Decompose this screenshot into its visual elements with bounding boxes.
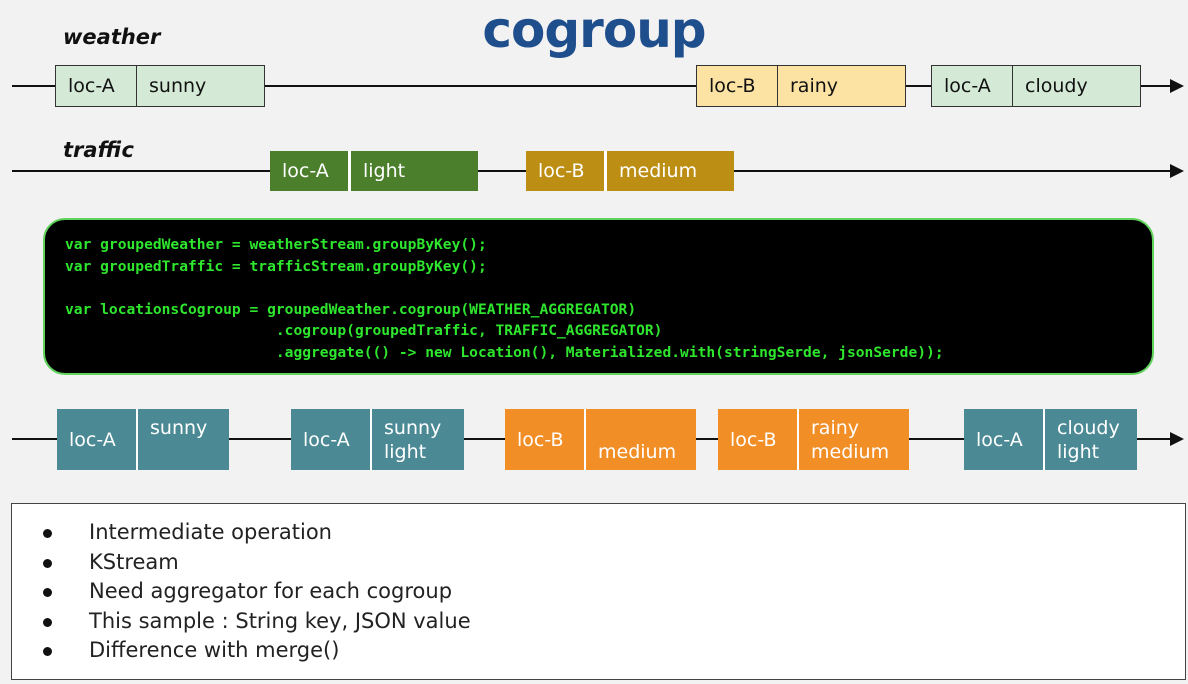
record-key: loc-A bbox=[57, 409, 138, 470]
weather-stream-label: weather bbox=[63, 25, 161, 49]
record-value-line: cloudy bbox=[1057, 417, 1120, 439]
note-text: This sample : String key, JSON value bbox=[89, 608, 471, 633]
record-value: medium bbox=[619, 160, 698, 182]
record-value-line: light bbox=[1057, 441, 1100, 463]
bullet-icon bbox=[43, 558, 52, 568]
result-record: loc-B medium bbox=[505, 409, 696, 470]
list-item: Difference with merge() bbox=[12, 636, 1185, 666]
bullet-icon bbox=[43, 617, 52, 627]
record-value-line: rainy bbox=[811, 417, 860, 439]
weather-record: loc-A sunny bbox=[55, 65, 265, 107]
record-key: loc-B bbox=[697, 66, 778, 106]
weather-record: loc-A cloudy bbox=[931, 65, 1141, 107]
record-value-line: medium bbox=[811, 441, 890, 463]
code-block: var groupedWeather = weatherStream.group… bbox=[43, 218, 1154, 375]
weather-record: loc-B rainy bbox=[696, 65, 906, 107]
arrow-right-icon bbox=[1170, 432, 1184, 446]
arrow-right-icon bbox=[1170, 164, 1184, 178]
arrow-right-icon bbox=[1170, 79, 1184, 93]
record-value: light bbox=[363, 160, 406, 182]
result-record: loc-B rainy medium bbox=[718, 409, 909, 470]
record-key: loc-A bbox=[291, 409, 372, 470]
code-line: .aggregate(() -> new Location(), Materia… bbox=[65, 343, 944, 361]
code-line: var groupedTraffic = trafficStream.group… bbox=[65, 257, 487, 275]
record-value-line: sunny bbox=[384, 417, 442, 439]
record-value-line: sunny bbox=[150, 417, 208, 439]
record-key: loc-A bbox=[270, 151, 351, 191]
list-item: Intermediate operation bbox=[12, 518, 1185, 548]
record-value: rainy medium bbox=[799, 409, 909, 470]
record-value: sunny light bbox=[372, 409, 464, 470]
record-key: loc-A bbox=[932, 66, 1013, 106]
code-line bbox=[65, 277, 1152, 299]
list-item: KStream bbox=[12, 548, 1185, 578]
bullet-icon bbox=[43, 588, 52, 597]
record-value: cloudy bbox=[1025, 75, 1088, 97]
record-value: cloudy light bbox=[1045, 409, 1137, 470]
page-title: cogroup bbox=[482, 1, 706, 59]
note-text: Difference with merge() bbox=[89, 638, 340, 662]
record-value-line: light bbox=[384, 441, 427, 463]
list-item: This sample : String key, JSON value bbox=[12, 607, 1185, 637]
weather-timeline-line bbox=[12, 85, 1174, 87]
record-key: loc-A bbox=[56, 66, 137, 106]
record-value-line: medium bbox=[598, 441, 677, 463]
record-key: loc-B bbox=[505, 409, 586, 470]
code-line: .cogroup(groupedTraffic, TRAFFIC_AGGREGA… bbox=[65, 322, 663, 339]
result-record: loc-A cloudy light bbox=[964, 409, 1137, 470]
traffic-stream-label: traffic bbox=[63, 138, 134, 162]
list-item: Need aggregator for each cogroup bbox=[12, 577, 1185, 607]
record-value: medium bbox=[586, 409, 696, 470]
result-record: loc-A sunny bbox=[57, 409, 229, 470]
bullet-icon bbox=[43, 647, 52, 656]
record-value: sunny bbox=[138, 409, 229, 470]
result-record: loc-A sunny light bbox=[291, 409, 464, 470]
note-text: KStream bbox=[89, 549, 179, 574]
record-value: sunny bbox=[149, 75, 207, 97]
record-key: loc-B bbox=[718, 409, 799, 470]
record-key: loc-A bbox=[964, 409, 1045, 470]
bullet-icon bbox=[43, 529, 52, 538]
traffic-record: loc-B medium bbox=[526, 151, 734, 191]
code-line: var locationsCogroup = groupedWeather.co… bbox=[65, 300, 637, 318]
record-value: rainy bbox=[790, 75, 839, 97]
note-text: Intermediate operation bbox=[89, 520, 332, 544]
record-key: loc-B bbox=[526, 151, 607, 191]
note-text: Need aggregator for each cogroup bbox=[89, 579, 453, 603]
traffic-record: loc-A light bbox=[270, 151, 478, 191]
code-line: var groupedWeather = weatherStream.group… bbox=[65, 236, 487, 253]
notes-box: Intermediate operation KStream Need aggr… bbox=[11, 503, 1186, 680]
